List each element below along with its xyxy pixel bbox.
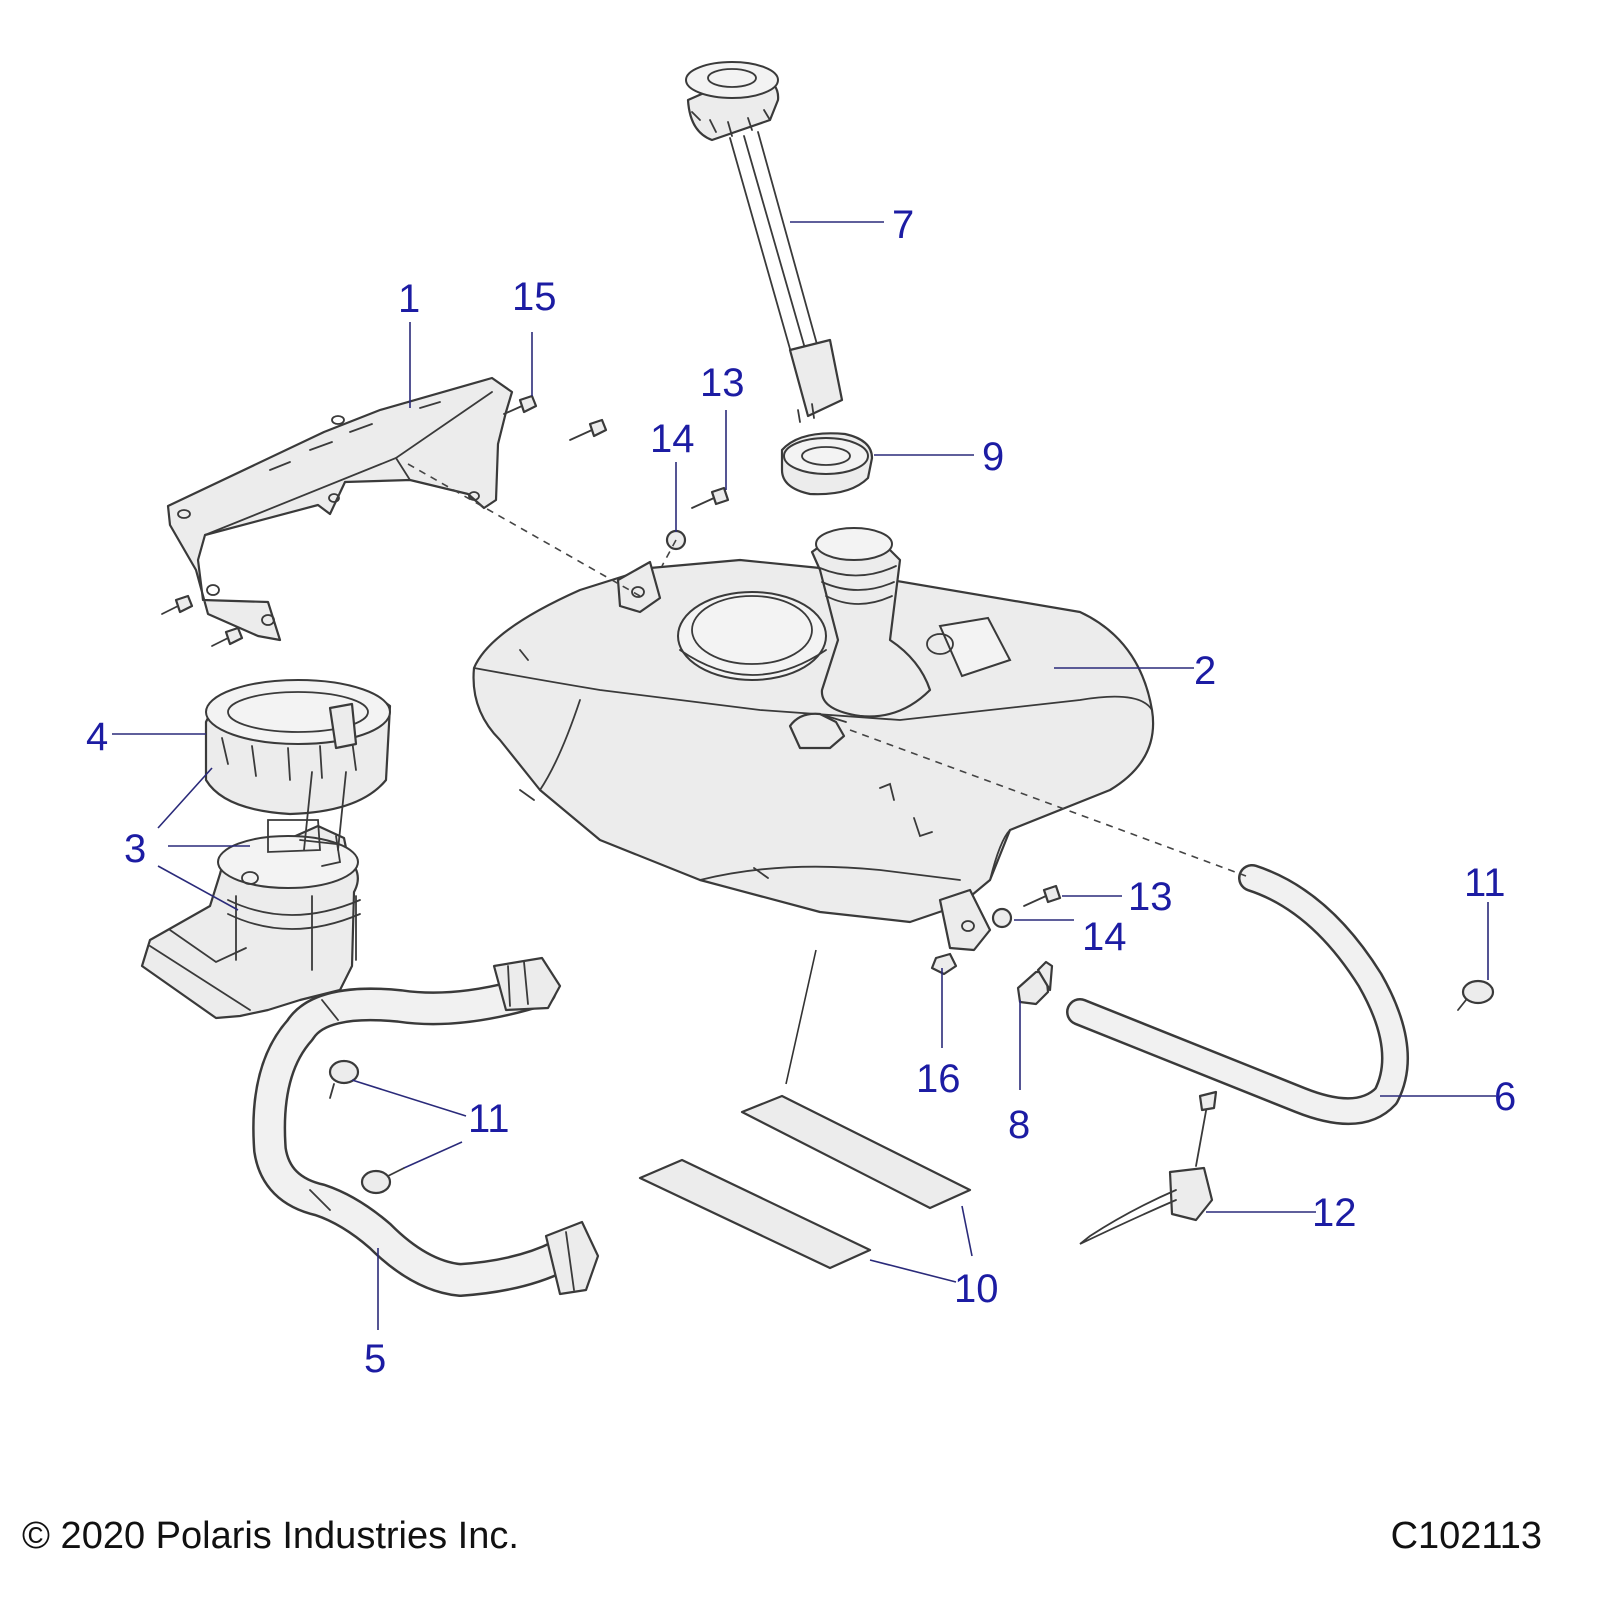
clamp-icon — [360, 1167, 405, 1195]
callout-6: 6 — [1494, 1075, 1516, 1119]
alignment-line — [407, 463, 641, 597]
callout-3: 3 — [124, 827, 146, 871]
alignment-line — [849, 729, 1247, 877]
leader-lines — [112, 221, 1496, 1330]
washer-icon — [991, 907, 1013, 929]
callout-10: 10 — [954, 1267, 999, 1311]
callout-14-bottom: 14 — [1082, 915, 1127, 959]
callout-14-top: 14 — [650, 417, 695, 461]
part-tank-bracket — [166, 376, 514, 642]
alignment-line — [661, 539, 677, 567]
clamp-icon — [328, 1059, 360, 1099]
clamp-icon — [1457, 979, 1495, 1011]
part-elbow-fitting — [1016, 960, 1054, 1006]
callout-1: 1 — [398, 277, 420, 321]
callout-11-left: 11 — [468, 1097, 510, 1141]
bolt-icon — [211, 626, 244, 647]
bolt-icon — [161, 594, 194, 615]
bolt-icon — [1023, 884, 1062, 907]
bolt-icon — [569, 418, 608, 441]
callout-7: 7 — [892, 203, 914, 247]
part-fuel-tank — [472, 527, 1155, 952]
part-fuel-pump-assembly — [140, 679, 392, 1020]
nut-icon — [930, 952, 958, 976]
drawing-code: C102113 — [1390, 1515, 1542, 1557]
part-fuel-line — [252, 956, 600, 1297]
copyright-notice: © 2020 Polaris Industries Inc. — [22, 1515, 519, 1557]
part-tie-strap — [1079, 1090, 1218, 1245]
callout-15: 15 — [512, 275, 557, 319]
callout-16: 16 — [916, 1057, 961, 1101]
callout-13-top: 13 — [700, 361, 745, 405]
bolt-icon — [503, 394, 538, 415]
callout-5: 5 — [364, 1337, 386, 1381]
callout-labels: 1 2 3 4 5 6 7 8 9 10 11 11 12 13 13 14 1… — [86, 203, 1516, 1381]
part-filler-grommet — [780, 432, 874, 496]
part-hose-clamps — [328, 979, 1495, 1195]
callout-9: 9 — [982, 435, 1004, 479]
callout-2: 2 — [1194, 649, 1216, 693]
callout-11-right: 11 — [1464, 861, 1506, 905]
bolt-icon — [691, 486, 730, 509]
callout-12: 12 — [1312, 1191, 1357, 1235]
part-fuel-sender — [685, 61, 844, 423]
callout-4: 4 — [86, 715, 108, 759]
part-foam-pads — [638, 1094, 972, 1270]
callout-13-bottom: 13 — [1128, 875, 1173, 919]
callout-8: 8 — [1008, 1103, 1030, 1147]
